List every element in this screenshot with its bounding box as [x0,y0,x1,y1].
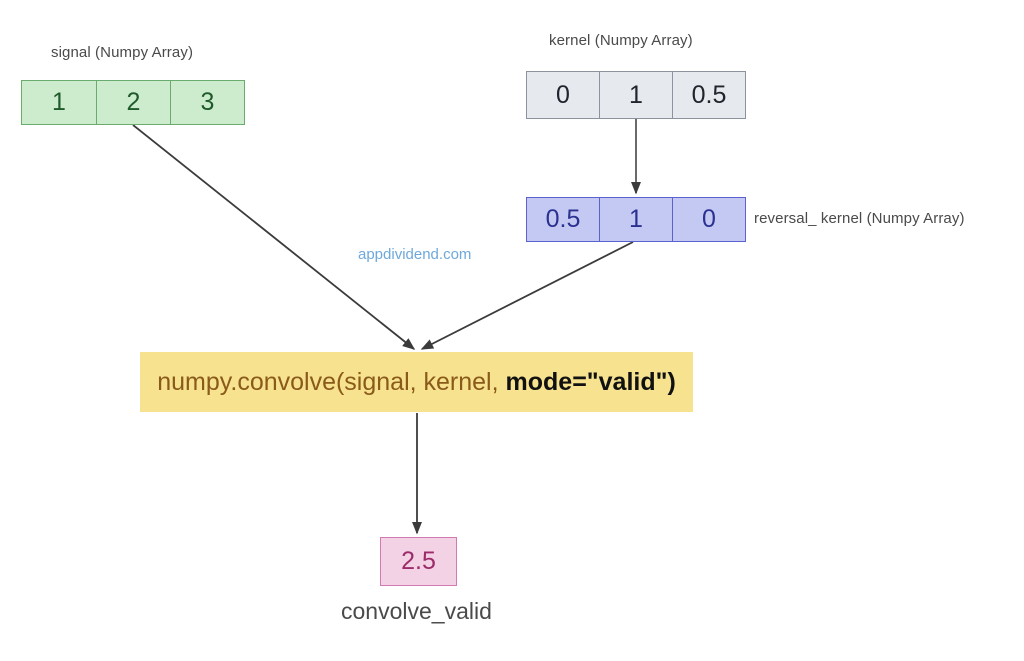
signal-cell-2: 3 [170,80,245,125]
reversal-kernel-array: 0.5 1 0 [526,197,746,242]
kernel-array: 0 1 0.5 [526,71,746,119]
reversal-kernel-cell-1: 1 [599,197,673,242]
kernel-cell-0: 0 [526,71,600,119]
convolve-code-main: numpy.convolve(signal, kernel, [157,367,506,396]
kernel-cell-1: 1 [599,71,673,119]
reversal-kernel-cell-0: 0.5 [526,197,600,242]
signal-array: 1 2 3 [21,80,245,125]
reversal-kernel-caption: reversal_ kernel (Numpy Array) [754,210,965,227]
signal-cell-0: 1 [21,80,97,125]
result-caption: convolve_valid [341,598,492,624]
kernel-cell-2: 0.5 [672,71,746,119]
watermark-appdividend: appdividend.com [358,246,472,263]
edge-signal-to-operation [132,124,416,350]
reversal-kernel-cell-2: 0 [672,197,746,242]
convolve-code-mode: mode="valid") [505,367,676,396]
convolve-operation-box: numpy.convolve(signal, kernel, mode="val… [140,352,693,412]
signal-cell-1: 2 [96,80,171,125]
kernel-caption: kernel (Numpy Array) [549,32,693,49]
result-value: 2.5 [401,547,436,575]
result-box: 2.5 [380,537,457,586]
signal-caption: signal (Numpy Array) [51,44,194,61]
